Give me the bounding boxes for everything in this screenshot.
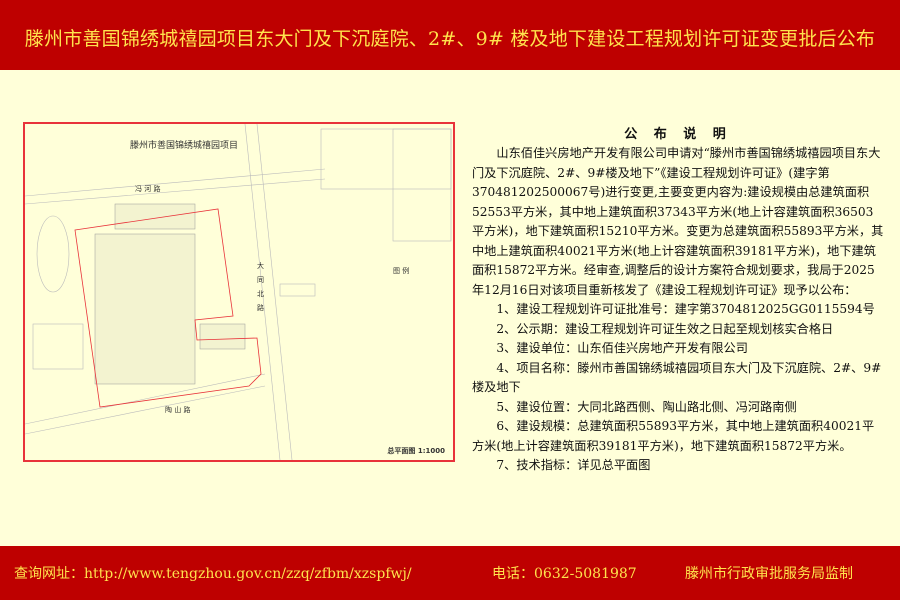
notice-item: 3、建设单位：山东佰佳兴房地产开发有限公司 <box>496 341 748 355</box>
footer-banner: 查询网址：http://www.tengzhou.gov.cn/zzq/zfbm… <box>0 546 900 600</box>
notice-item: 7、技术指标：详见总平面图 <box>496 458 651 472</box>
page-title: 滕州市善国锦绣城禧园项目东大门及下沉庭院、2#、9# 楼及地下建设工程规划许可证… <box>24 28 876 50</box>
site-plan-graphic <box>25 124 452 460</box>
phone-number: 电话：0632-5081987 <box>492 566 637 582</box>
scale-label: 总平面图 1:1000 <box>387 447 445 455</box>
notice-item: 5、建设位置：大同北路西侧、陶山路北侧、冯河路南侧 <box>496 399 797 414</box>
notice-item: 2、公示期：建设工程规划许可证生效之日起至规划核实合格日 <box>496 321 834 336</box>
notice-panel: 公 布 说 明 山东佰佳兴房地产开发有限公司申请对“滕州市善国锦绣城禧园项目东大… <box>472 126 884 476</box>
site-plan-drawing: 滕州市善国锦绣城禧园项目 冯 河 路 大 同 北 路 陶 山 路 图 例 总平面… <box>23 122 455 462</box>
road-label: 陶 山 路 <box>165 406 191 414</box>
plan-title: 滕州市善国锦绣城禧园项目 <box>130 141 239 151</box>
road-label: 冯 河 路 <box>135 185 161 193</box>
supervisor-label: 滕州市行政审批服务局监制 <box>685 566 853 582</box>
notice-item: 6、建设规模：总建筑面积55893平方米，其中地上建筑面积40021平方米(地上… <box>472 419 875 453</box>
notice-intro: 山东佰佳兴房地产开发有限公司申请对“滕州市善国锦绣城禧园项目东大门及下沉庭院、2… <box>472 146 884 297</box>
query-url[interactable]: 查询网址：http://www.tengzhou.gov.cn/zzq/zfbm… <box>14 566 412 582</box>
legend-title: 图 例 <box>393 267 410 275</box>
site-boundary <box>74 208 262 408</box>
notice-title: 公 布 说 明 <box>624 127 732 142</box>
notice-item: 1、建设工程规划许可证批准号：建字第3704812025GG0115594号 <box>496 302 875 316</box>
notice-item: 4、项目名称：滕州市善国锦绣城禧园项目东大门及下沉庭院、2#、9#楼及地下 <box>472 360 882 395</box>
header-banner: 滕州市善国锦绣城禧园项目东大门及下沉庭院、2#、9# 楼及地下建设工程规划许可证… <box>0 0 900 70</box>
road-label: 大 同 北 路 <box>257 262 264 312</box>
